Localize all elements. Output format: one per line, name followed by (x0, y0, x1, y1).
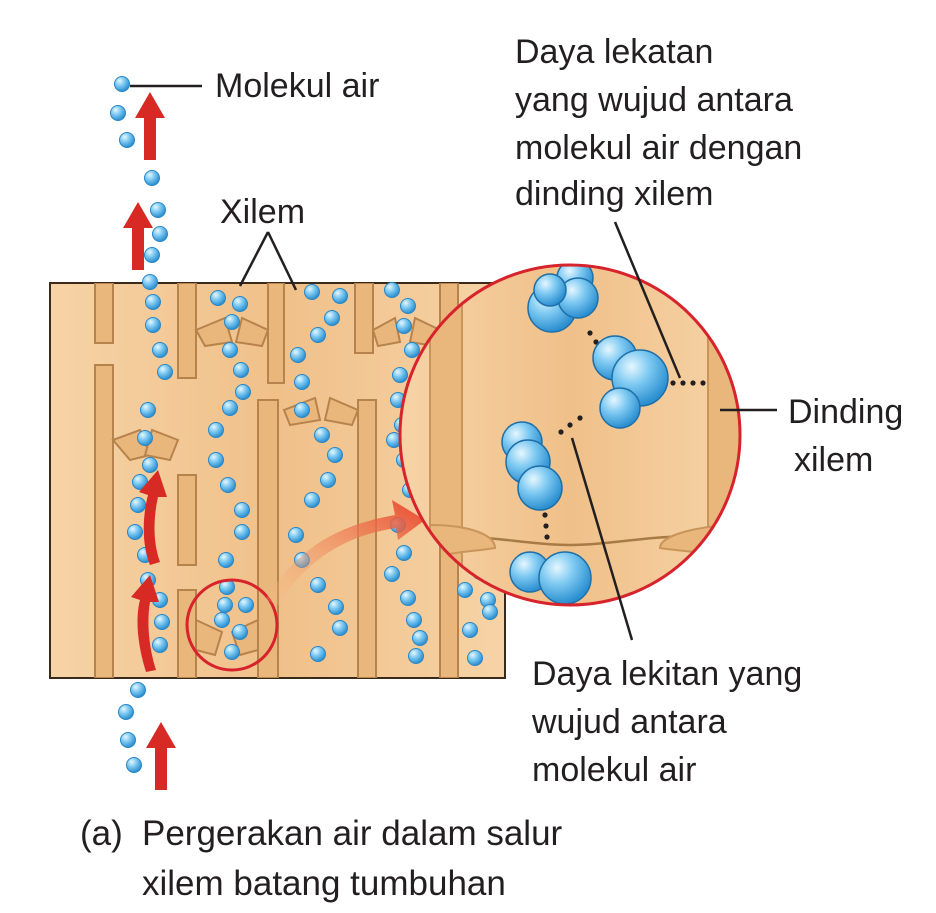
water-molecule-icon (462, 622, 478, 638)
water-molecule-icon (126, 757, 142, 773)
water-molecules-path (110, 76, 498, 773)
water-molecule-icon (294, 402, 310, 418)
water-molecule-icon (234, 524, 250, 540)
water-molecule-icon (406, 612, 422, 628)
water-molecule-icon (110, 105, 126, 121)
water-molecule-icon (332, 620, 348, 636)
water-molecule-icon (130, 497, 146, 513)
water-molecule-icon (120, 732, 136, 748)
leader-lines (130, 84, 777, 641)
water-molecule-icon (294, 374, 310, 390)
water-molecule-icon (412, 630, 428, 646)
label-xilem: Xilem (220, 193, 306, 231)
upward-arrow-icon (123, 202, 153, 270)
water-molecule-icon (152, 342, 168, 358)
water-molecule-icon (154, 614, 170, 630)
magnified-region-circle (185, 578, 279, 672)
water-molecule-icon (400, 298, 416, 314)
upward-arrow-icon (146, 722, 176, 790)
water-molecule-icon (332, 288, 348, 304)
label-daya-lekitan: Daya lekitan yang wujud antara molekul a… (532, 655, 803, 789)
water-molecule-icon (404, 342, 420, 358)
water-molecule-icon (145, 294, 161, 310)
water-molecule-icon (457, 582, 473, 598)
water-molecule-icon (396, 318, 412, 334)
water-molecule-icon (214, 612, 230, 628)
upward-arrow-icon (135, 92, 165, 160)
water-molecule-icon (127, 524, 143, 540)
water-molecule-icon (396, 545, 412, 561)
water-molecule-icon (217, 597, 233, 613)
water-molecule-icon (290, 347, 306, 363)
water-molecule-icon (222, 342, 238, 358)
water-molecule-icon (314, 427, 330, 443)
label-dinding-xilem: Dinding xilem (788, 393, 904, 479)
water-molecule-icon (114, 76, 130, 92)
caption-marker: (a) (80, 814, 123, 853)
water-molecule-icon (384, 566, 400, 582)
water-molecule-icon (288, 527, 304, 543)
water-molecule-icon (137, 430, 153, 446)
water-molecule-icon (304, 284, 320, 300)
water-molecule-icon (132, 474, 148, 490)
water-molecule-icon (222, 400, 238, 416)
water-molecule-icon (304, 492, 320, 508)
water-molecule-icon (233, 362, 249, 378)
water-molecule-icon (152, 637, 168, 653)
label-daya-lekatan: Daya lekatan yang wujud antara molekul a… (515, 33, 803, 213)
water-molecule-icon (310, 646, 326, 662)
water-molecule-icon (310, 577, 326, 593)
water-molecule-icon (140, 402, 156, 418)
water-molecule-icon (224, 314, 240, 330)
magnify-arrow-icon (265, 500, 425, 605)
water-molecule-icon (208, 452, 224, 468)
zoom-view (398, 263, 742, 607)
water-molecule-icon (408, 648, 424, 664)
water-molecule-icon (210, 290, 226, 306)
water-molecule-icon (310, 327, 326, 343)
caption-line-2: xilem batang tumbuhan (142, 864, 506, 903)
upward-arrows (123, 92, 176, 790)
water-molecule-icon (144, 170, 160, 186)
label-molekul-air: Molekul air (215, 67, 380, 105)
water-molecule-icon (220, 477, 236, 493)
water-molecule-icon (150, 202, 166, 218)
water-molecule-icon (145, 317, 161, 333)
upward-arrow-icon (131, 575, 159, 672)
water-molecule-icon (234, 502, 250, 518)
water-molecule-icon (392, 367, 408, 383)
water-molecule-icon (235, 384, 251, 400)
caption-line-1: Pergerakan air dalam salur (142, 814, 563, 853)
water-molecule-icon (119, 132, 135, 148)
water-molecule-icon (118, 704, 134, 720)
water-molecule-icon (232, 296, 248, 312)
water-molecule-icon (218, 552, 234, 568)
water-molecule-icon (208, 422, 224, 438)
water-molecule-icon (327, 447, 343, 463)
water-molecule-icon (224, 644, 240, 660)
water-molecule-icon (324, 310, 340, 326)
water-molecule-icon (328, 599, 344, 615)
water-molecule-icon (467, 650, 483, 666)
water-molecule-icon (142, 274, 158, 290)
water-molecule-icon (157, 364, 173, 380)
water-molecule-icon (238, 597, 254, 613)
water-molecule-icon (142, 457, 158, 473)
water-molecule-icon (320, 472, 336, 488)
upward-arrow-icon (139, 470, 167, 565)
water-molecule-icon (144, 247, 160, 263)
water-molecule-icon (152, 226, 168, 242)
water-molecule-icon (130, 682, 146, 698)
water-molecule-icon (400, 590, 416, 606)
water-molecule-icon (232, 624, 248, 640)
water-molecule-icon (384, 282, 400, 298)
water-molecule-icon (482, 604, 498, 620)
